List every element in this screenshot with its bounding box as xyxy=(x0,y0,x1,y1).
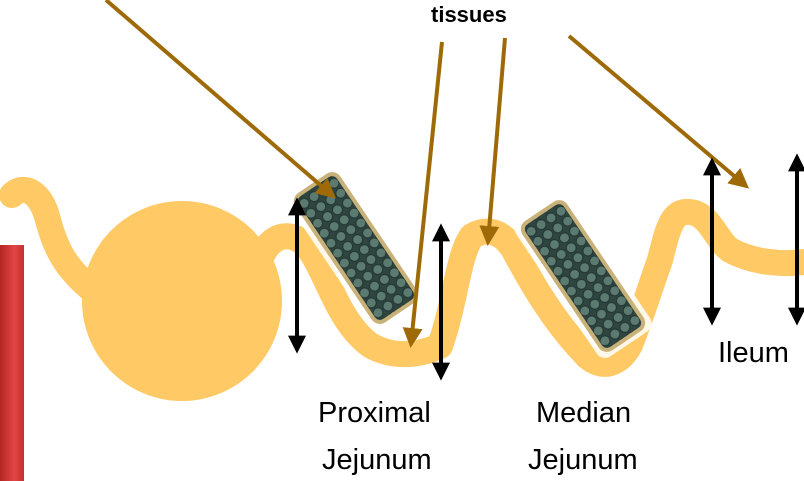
callout-arrow-3 xyxy=(488,38,505,242)
callout-arrow-2 xyxy=(411,42,442,344)
segment-label-median-line2: Jejunum xyxy=(528,444,638,476)
callout-label: tissues xyxy=(431,2,507,27)
red-block xyxy=(0,245,24,481)
segment-label-proximal-line1: Proximal xyxy=(318,397,431,429)
callout-arrow-1 xyxy=(106,0,333,196)
segment-label-median-line1: Median xyxy=(536,397,631,429)
stomach-blob xyxy=(82,201,282,401)
callout-arrow-4 xyxy=(569,36,746,186)
segment-label-proximal-line2: Jejunum xyxy=(322,444,432,476)
segment-label-ileum: Ileum xyxy=(718,337,789,369)
